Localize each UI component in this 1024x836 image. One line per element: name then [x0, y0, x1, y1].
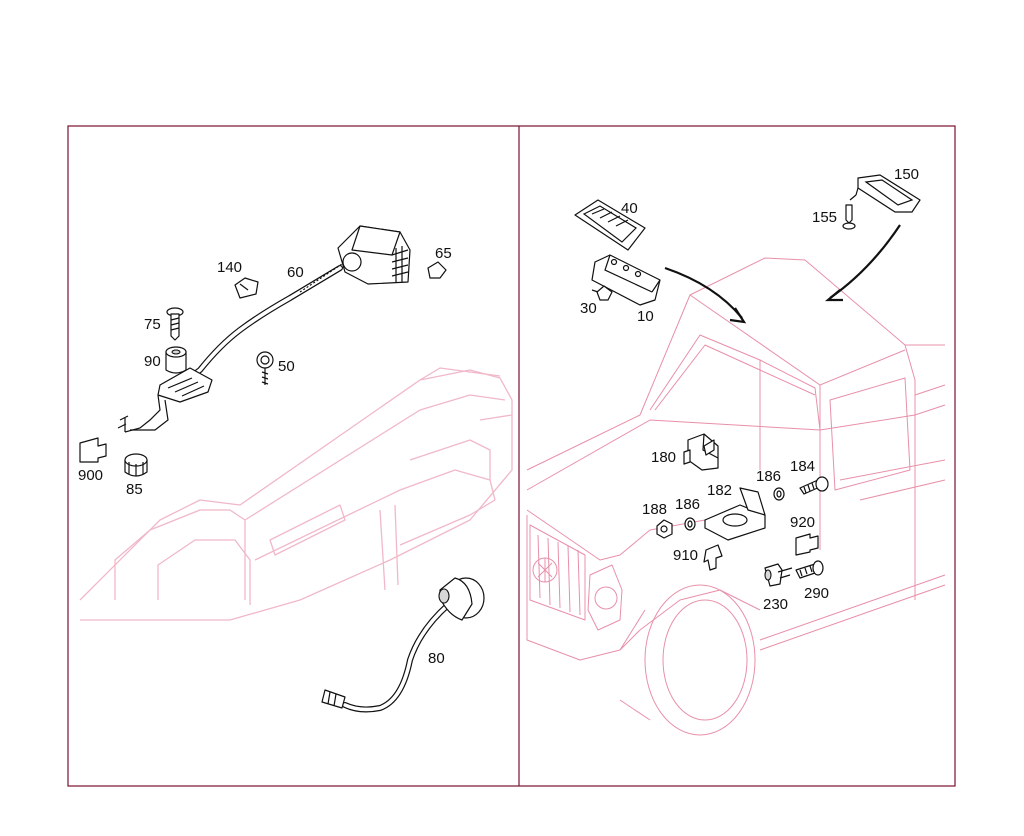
- callout-188: 188: [642, 501, 667, 518]
- callout-140: 140: [217, 259, 242, 276]
- callout-920: 920: [790, 514, 815, 531]
- part-85-grommet: [124, 453, 148, 477]
- part-10-lamp-base: [591, 254, 661, 306]
- part-140-clip: [234, 277, 259, 299]
- callout-900: 900: [78, 467, 103, 484]
- callout-30: 30: [580, 300, 597, 317]
- part-30-bulb: [591, 285, 613, 301]
- part-184-bolt: [799, 476, 829, 495]
- part-90-spacer: [165, 346, 187, 374]
- callout-80: 80: [428, 650, 445, 667]
- part-180-module: [683, 433, 719, 471]
- callout-10: 10: [637, 308, 654, 325]
- callout-184: 184: [790, 458, 815, 475]
- part-80-sensor: [321, 577, 485, 713]
- diagram-frame: [67, 125, 956, 787]
- left-ghost-dashboard: [79, 367, 513, 621]
- callout-85: 85: [126, 481, 143, 498]
- part-188-nut: [656, 519, 673, 539]
- part-155-screw: [842, 204, 856, 230]
- location-arrows: [664, 224, 901, 324]
- callout-180: 180: [651, 449, 676, 466]
- callout-182: 182: [707, 482, 732, 499]
- part-186-washer-lower: [684, 517, 696, 531]
- right-ghost-vehicle: [526, 257, 946, 736]
- callout-50: 50: [278, 358, 295, 375]
- part-65-bulb: [427, 261, 447, 279]
- callout-230: 230: [763, 596, 788, 613]
- callout-186-lower: 186: [675, 496, 700, 513]
- part-290-screw: [795, 560, 824, 579]
- callout-150: 150: [894, 166, 919, 183]
- callout-290: 290: [804, 585, 829, 602]
- part-186-washer-upper: [773, 487, 785, 501]
- part-40-lens: [574, 199, 646, 251]
- part-150-lens: [849, 174, 921, 213]
- callout-90: 90: [144, 353, 161, 370]
- part-75-screw: [166, 307, 184, 341]
- callout-75: 75: [144, 316, 161, 333]
- part-920-connector: [795, 533, 819, 556]
- callout-65: 65: [435, 245, 452, 262]
- callout-60: 60: [287, 264, 304, 281]
- part-182-bracket: [704, 487, 766, 541]
- callout-910: 910: [673, 547, 698, 564]
- right-callouts: 40 150 155 30 10 180 186 184 188 186 182…: [580, 166, 919, 613]
- left-callouts: 140 60 65 75 90 50 900 85 80: [78, 245, 452, 667]
- callout-186-upper: 186: [756, 468, 781, 485]
- part-230-sensor: [764, 563, 793, 587]
- part-910-connector: [703, 544, 723, 571]
- callout-40: 40: [621, 200, 638, 217]
- part-50-screw: [256, 351, 274, 385]
- part-900-connector: [79, 437, 107, 463]
- part-60-reading-lamp: [117, 225, 411, 433]
- callout-155: 155: [812, 209, 837, 226]
